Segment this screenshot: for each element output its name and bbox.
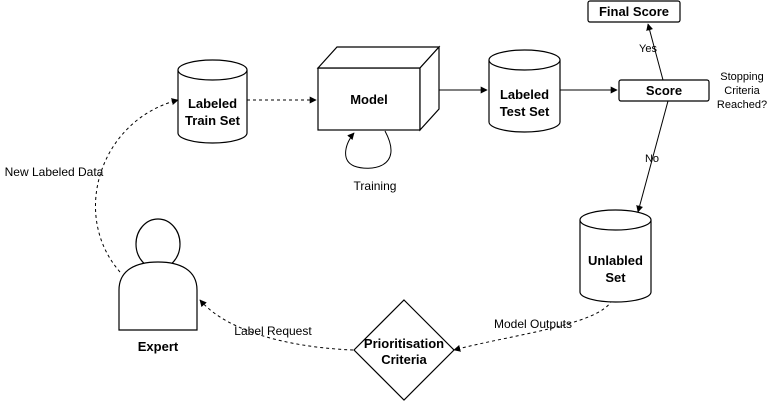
- unlabeled-set-label-1: Unlabled: [588, 253, 643, 268]
- stopping-label-1: Stopping: [720, 71, 763, 83]
- edge-unlabeled-to-prioritisation: [453, 299, 613, 352]
- prioritisation-label-1: Prioritisation: [364, 336, 444, 351]
- model-node: Model: [316, 45, 441, 132]
- edge-expert-to-train: [95, 98, 179, 273]
- train-set-label-2: Train Set: [185, 113, 241, 128]
- edge-prioritisation-to-expert: [199, 299, 354, 351]
- score-label: Score: [646, 83, 682, 98]
- unlabeled-set-node: Unlabled Set: [579, 209, 652, 303]
- yes-label: Yes: [639, 43, 657, 55]
- test-set-label-2: Test Set: [500, 104, 550, 119]
- edge-training-loop: [345, 130, 392, 169]
- person-icon: [118, 218, 198, 331]
- label-request-label: Label Request: [234, 324, 312, 338]
- edge-score-to-final: [646, 23, 664, 81]
- score-node: Score: [618, 79, 710, 102]
- training-label: Training: [354, 179, 397, 193]
- unlabeled-set-label-2: Set: [605, 270, 626, 285]
- stopping-label-2: Criteria: [724, 85, 760, 97]
- final-score-label: Final Score: [599, 4, 669, 19]
- labeled-train-set-node: Labeled Train Set: [177, 59, 248, 144]
- new-labeled-data-label: New Labeled Data: [5, 165, 104, 179]
- test-set-label-1: Labeled: [500, 87, 549, 102]
- model-outputs-label: Model Outputs: [494, 317, 572, 331]
- edge-score-to-unlabeled: [636, 100, 669, 213]
- prioritisation-criteria-node: Prioritisation Criteria: [353, 299, 455, 401]
- final-score-node: Final Score: [587, 0, 681, 23]
- no-label: No: [645, 153, 659, 165]
- stopping-label-3: Reached?: [717, 99, 767, 111]
- model-label: Model: [350, 92, 388, 107]
- prioritisation-label-2: Criteria: [381, 352, 427, 367]
- labeled-test-set-node: Labeled Test Set: [488, 49, 561, 133]
- expert-node: Expert: [118, 218, 198, 354]
- train-set-label-1: Labeled: [188, 96, 237, 111]
- expert-label: Expert: [138, 339, 179, 354]
